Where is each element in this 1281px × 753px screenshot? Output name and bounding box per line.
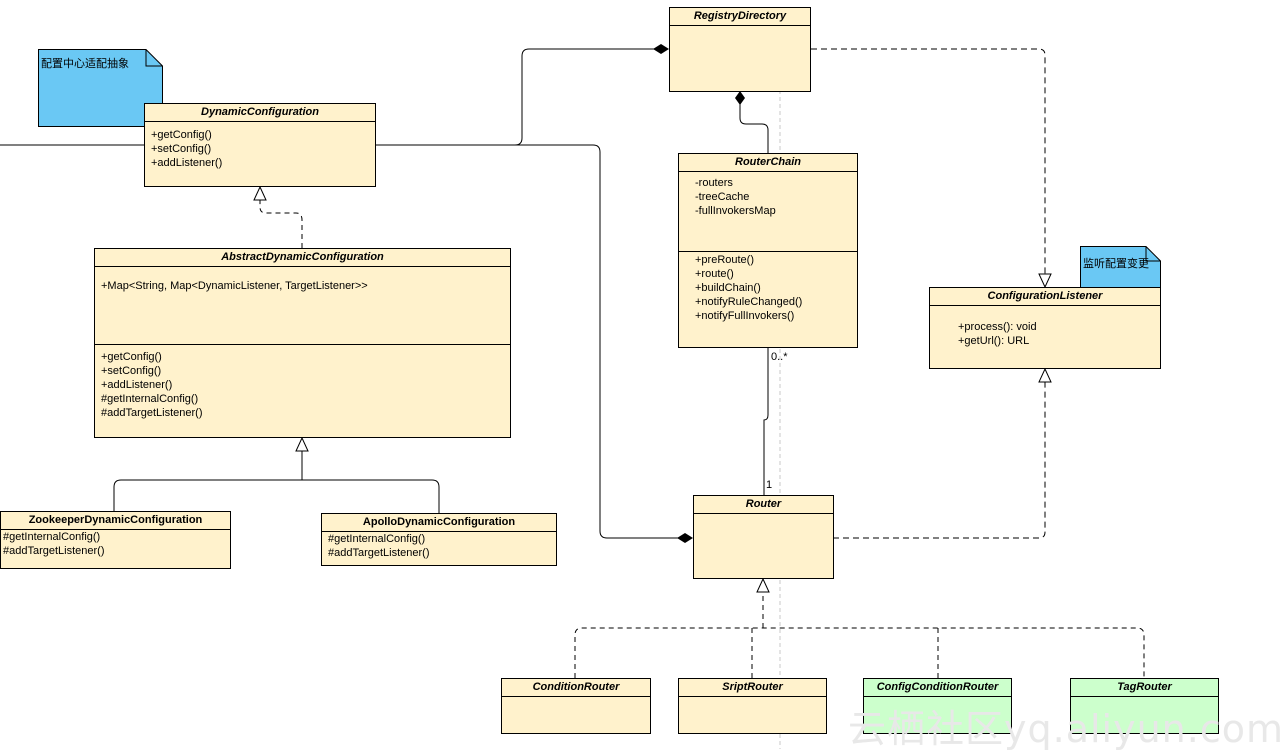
class-apollo-dynamic-configuration[interactable]: ApolloDynamicConfiguration #getInternalC…: [321, 513, 557, 566]
watermark: 云栖社区yq.aliyun.com: [848, 707, 1281, 751]
diamond-icon: [653, 44, 669, 54]
method: +addListener(): [151, 157, 223, 169]
method: +notifyRuleChanged(): [695, 296, 803, 308]
class-name: AbstractDynamicConfiguration: [95, 249, 510, 267]
method: #addTargetListener(): [101, 407, 203, 419]
edge-abstract-config: [259, 200, 303, 248]
class-name: ConditionRouter: [502, 679, 650, 697]
method: +buildChain(): [695, 282, 761, 294]
triangle-icon: [295, 436, 309, 452]
class-tag-router[interactable]: TagRouter: [1070, 678, 1219, 734]
multiplicity-label: 1: [766, 479, 773, 491]
edge-config-registry: [375, 48, 657, 146]
method-list: +getConfig() +setConfig() +addListener(): [145, 122, 375, 170]
class-name: SriptRouter: [679, 679, 826, 697]
class-zookeeper-dynamic-configuration[interactable]: ZookeeperDynamicConfiguration #getIntern…: [0, 511, 231, 569]
triangle-icon: [253, 185, 267, 201]
class-router-chain[interactable]: RouterChain -routers -treeCache -fullInv…: [678, 153, 858, 348]
method: +setConfig(): [101, 365, 162, 377]
class-sript-router[interactable]: SriptRouter: [678, 678, 827, 734]
class-name: ConfigurationListener: [930, 288, 1160, 306]
class-name: ApolloDynamicConfiguration: [322, 514, 556, 532]
class-name: RouterChain: [679, 154, 857, 172]
edge-routers-router: [574, 627, 1145, 678]
class-name: DynamicConfiguration: [145, 104, 375, 122]
triangle-icon: [1038, 367, 1052, 383]
method: +notifyFullInvokers(): [695, 310, 795, 322]
multiplicity-label: 0..*: [771, 351, 788, 363]
class-name: TagRouter: [1071, 679, 1218, 697]
class-registry-directory[interactable]: RegistryDirectory: [669, 7, 811, 92]
method: +getConfig(): [151, 129, 212, 141]
method-list: #getInternalConfig() #addTargetListener(…: [322, 532, 556, 560]
method: +getConfig(): [101, 351, 162, 363]
triangle-icon: [1038, 273, 1052, 289]
method-list: +getConfig() +setConfig() +addListener()…: [95, 344, 510, 420]
attribute: -routers: [695, 177, 733, 189]
class-name: Router: [694, 496, 833, 514]
attribute: -treeCache: [695, 191, 750, 203]
class-name: ZookeeperDynamicConfiguration: [1, 512, 230, 530]
attribute: -fullInvokersMap: [695, 205, 776, 217]
attribute: +Map<String, Map<DynamicListener, Target…: [101, 280, 368, 292]
method: #getInternalConfig(): [101, 393, 199, 405]
method-list: #getInternalConfig() #addTargetListener(…: [1, 530, 230, 558]
class-router[interactable]: Router: [693, 495, 834, 579]
edge-registry-listener: [811, 48, 1046, 274]
edge-registry-chain: [739, 104, 769, 153]
edge-impl-abstract: [113, 479, 440, 513]
method: +addListener(): [101, 379, 173, 391]
triangle-icon: [756, 577, 770, 593]
method-list: +preRoute() +route() +buildChain() +noti…: [679, 251, 857, 323]
note-listen-change: 监听配置变更: [1080, 246, 1161, 288]
note-text: 配置中心适配抽象: [41, 58, 129, 70]
method: #addTargetListener(): [3, 545, 105, 557]
class-configuration-listener[interactable]: ConfigurationListener +process(): void +…: [929, 287, 1161, 369]
attribute-list: +Map<String, Map<DynamicListener, Target…: [95, 267, 510, 344]
note-config-center: 配置中心适配抽象: [38, 49, 163, 127]
edge-router-listener: [833, 382, 1046, 539]
method: +preRoute(): [695, 254, 755, 266]
edge-config-router: [375, 144, 680, 539]
method: #getInternalConfig(): [3, 531, 101, 543]
method: +getUrl(): URL: [958, 335, 1030, 347]
method: +route(): [695, 268, 734, 280]
class-name: ConfigConditionRouter: [864, 679, 1011, 697]
class-condition-router[interactable]: ConditionRouter: [501, 678, 651, 734]
class-name: RegistryDirectory: [670, 8, 810, 26]
class-dynamic-configuration[interactable]: DynamicConfiguration +getConfig() +setCo…: [144, 103, 376, 187]
method: #addTargetListener(): [328, 547, 430, 559]
method: #getInternalConfig(): [328, 533, 426, 545]
edge-chain-router: [763, 347, 769, 496]
class-config-condition-router[interactable]: ConfigConditionRouter: [863, 678, 1012, 734]
method: +setConfig(): [151, 143, 212, 155]
attribute-list: -routers -treeCache -fullInvokersMap: [679, 172, 857, 251]
note-text: 监听配置变更: [1083, 258, 1149, 270]
diamond-icon: [677, 533, 693, 543]
class-abstract-dynamic-configuration[interactable]: AbstractDynamicConfiguration +Map<String…: [94, 248, 511, 438]
diamond-icon: [735, 91, 745, 105]
method: +process(): void: [958, 321, 1037, 333]
method-list: +process(): void +getUrl(): URL: [930, 306, 1160, 348]
